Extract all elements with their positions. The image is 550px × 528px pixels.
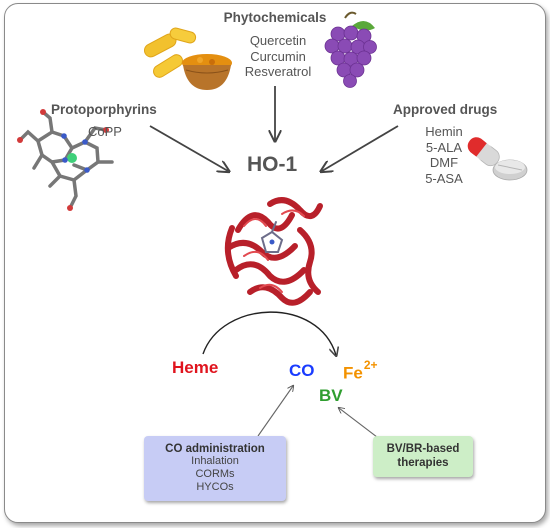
co-administration-box: CO administration Inhalation CORMs HYCOs bbox=[144, 436, 286, 501]
list-item: CORMs bbox=[195, 468, 235, 480]
bv-br-therapies-box: BV/BR-based therapies bbox=[373, 436, 473, 477]
list-item: Resveratrol bbox=[244, 64, 312, 79]
bv-br-therapies-line2: therapies bbox=[397, 457, 449, 469]
bv-br-therapies-line1: BV/BR-based bbox=[386, 443, 460, 455]
ho1-protein-structure-illustration bbox=[224, 197, 323, 306]
list-item: HYCOs bbox=[196, 481, 234, 493]
list-item: Quercetin bbox=[249, 33, 307, 48]
approved-drugs-list: Hemin 5-ALA DMF 5-ASA bbox=[418, 124, 470, 186]
list-item: 5-ASA bbox=[425, 170, 463, 186]
heme-label: Heme bbox=[172, 358, 219, 377]
bv-br-therapies-heading: BV/BR-based therapies bbox=[373, 442, 473, 470]
list-item: DMF bbox=[429, 155, 459, 170]
fe-charge: 2+ bbox=[363, 358, 378, 372]
fe-ion-label: Fe2+ bbox=[343, 358, 378, 384]
protoporphyrins-heading: Protoporphyrins bbox=[51, 102, 157, 117]
phytochemicals-list: Quercetin Curcumin Resveratrol bbox=[232, 33, 324, 80]
protoporphyrin-molecule-illustration bbox=[18, 110, 114, 210]
drugs-illustration bbox=[467, 137, 528, 181]
approved-drugs-heading: Approved drugs bbox=[393, 102, 498, 117]
list-item: Hemin bbox=[425, 124, 463, 139]
list-item: Curcumin bbox=[250, 48, 306, 64]
fe-symbol: Fe bbox=[343, 363, 363, 383]
protoporphyrin-atoms bbox=[17, 109, 109, 211]
bv-label: BV bbox=[319, 386, 343, 405]
ho1-label: HO-1 bbox=[247, 153, 298, 176]
curcumin-bowl-illustration bbox=[182, 54, 232, 90]
arrow-co-administration-to-co bbox=[257, 386, 293, 437]
phytochemicals-heading: Phytochemicals bbox=[223, 10, 327, 25]
arrow-heme-to-products bbox=[202, 311, 336, 355]
protoporphyrins-list: CoPP bbox=[88, 124, 122, 140]
co-label: CO bbox=[289, 361, 315, 380]
capsules-illustration bbox=[143, 27, 197, 78]
co-administration-heading: CO administration bbox=[165, 443, 265, 455]
list-item: CoPP bbox=[88, 124, 122, 139]
arrow-protoporphyrins-to-ho1 bbox=[149, 125, 228, 171]
grapes-illustration bbox=[324, 11, 377, 88]
list-item: Inhalation bbox=[191, 455, 239, 467]
arrow-drugs-to-ho1 bbox=[322, 125, 399, 171]
list-item: 5-ALA bbox=[425, 139, 463, 155]
arrow-bv-therapies-to-bv bbox=[339, 408, 382, 441]
